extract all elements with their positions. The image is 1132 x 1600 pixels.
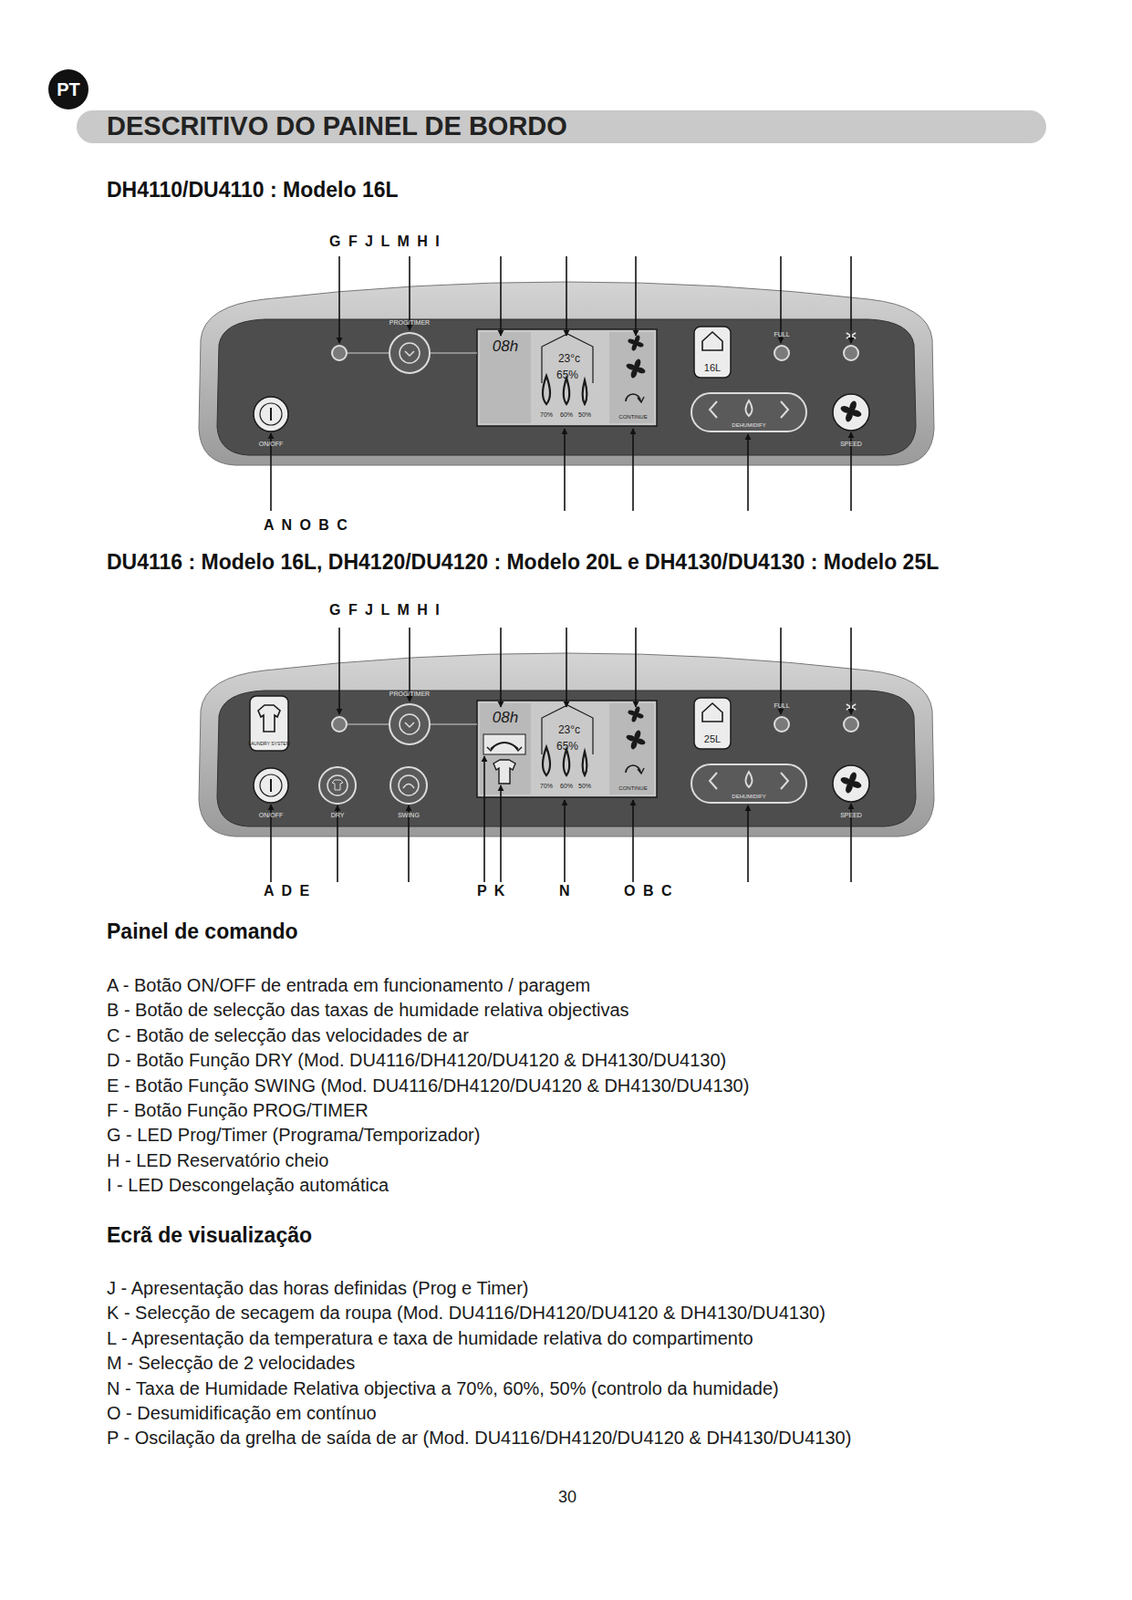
panel-text: 50% xyxy=(578,782,592,790)
legend-line: B - Botão de selecção das taxas de humid… xyxy=(106,999,630,1020)
panel-text: SWING xyxy=(397,811,420,820)
panel-text: DRY xyxy=(331,811,345,820)
legend-line: C - Botão de selecção das velocidades de… xyxy=(106,1025,469,1046)
control-panel xyxy=(198,256,935,511)
panel-text: 70% xyxy=(540,411,553,419)
panel-text: 23°c xyxy=(558,353,581,365)
panel-text: DEHUMIDIFY xyxy=(731,793,766,800)
callout-letters: P K xyxy=(477,882,507,900)
panel-text: CONTINUE xyxy=(618,785,647,792)
subheading: Ecrã de visualização xyxy=(106,1224,312,1247)
control-panel xyxy=(198,627,935,883)
leader-arrow xyxy=(338,627,341,715)
legend-line: I - LED Descongelação automática xyxy=(106,1174,389,1195)
subheading: Painel de comando xyxy=(106,920,299,944)
legend-line: A - Botão ON/OFF de entrada em funcionam… xyxy=(106,975,591,996)
panel-text: 70% xyxy=(540,782,553,790)
legend-line: D - Botão Função DRY (Mod. DU4116/DH4120… xyxy=(106,1049,727,1070)
legend-line: N - Taxa de Humidade Relativa objectiva … xyxy=(106,1378,779,1399)
legend-line: K - Selecção de secagem da roupa (Mod. D… xyxy=(106,1302,826,1323)
page-number: 30 xyxy=(558,1488,577,1507)
leader-arrow xyxy=(338,256,341,343)
legend-line: G - LED Prog/Timer (Programa/Temporizado… xyxy=(106,1124,480,1145)
panel-text: FULL xyxy=(773,702,790,710)
panel-text: PROG/TIMER xyxy=(389,319,430,327)
panel-text: ON/OFF xyxy=(259,811,283,820)
panel-text: 65% xyxy=(556,369,579,382)
panel-text: 65% xyxy=(556,740,579,753)
legend-line: P - Oscilação da grelha de saída de ar (… xyxy=(106,1427,852,1448)
leader-arrow xyxy=(747,805,749,883)
leader-arrow xyxy=(483,756,486,883)
leader-arrow xyxy=(747,434,749,511)
panel-text: CONTINUE xyxy=(618,414,647,421)
callout-letters: A D E xyxy=(263,882,312,900)
leader-arrow xyxy=(563,799,566,883)
legend-line: L - Apresentação da temperatura e taxa d… xyxy=(106,1328,754,1349)
panel-text: 50% xyxy=(578,411,592,419)
title-band xyxy=(76,110,1047,144)
legend-line: M - Selecção de 2 velocidades xyxy=(106,1352,355,1373)
panel-text: 08h xyxy=(492,338,519,356)
section-heading: DH4110/DU4110 : Modelo 16L xyxy=(106,178,399,202)
leader-arrow xyxy=(634,256,637,336)
callout-letters: G F J L M H I xyxy=(329,602,442,619)
leader-arrow xyxy=(565,256,568,336)
panel-text: SPEED xyxy=(840,811,862,820)
panel-text: ON/OFF xyxy=(259,440,283,448)
callout-letters: G F J L M H I xyxy=(329,233,442,250)
leader-arrow xyxy=(499,627,502,707)
panel-text: SPEED xyxy=(840,440,862,448)
callout-letters: N xyxy=(559,882,572,900)
leader-arrow xyxy=(634,627,637,707)
panel-text: 16L xyxy=(704,362,721,374)
legend-line: J - Apresentação das horas definidas (Pr… xyxy=(106,1277,529,1299)
leader-arrow xyxy=(632,428,634,511)
legend-line: O - Desumidificação em contínuo xyxy=(106,1402,377,1423)
callout-letters: A N O B C xyxy=(263,517,350,534)
badge-text: PT xyxy=(56,79,81,101)
leader-arrow xyxy=(850,627,852,715)
panel-text: DEHUMIDIFY xyxy=(731,422,766,429)
leader-arrow xyxy=(408,256,411,331)
callout-letters: O B C xyxy=(623,882,674,900)
panel-text: PROG/TIMER xyxy=(389,690,430,698)
leader-arrow xyxy=(779,256,782,343)
leader-arrow xyxy=(408,627,411,702)
legend-line: F - Botão Função PROG/TIMER xyxy=(106,1100,369,1121)
panel-text: 23°c xyxy=(558,724,581,737)
leader-arrow xyxy=(850,256,852,343)
leader-arrow xyxy=(499,785,502,883)
leader-arrow xyxy=(565,627,568,707)
legend-line: E - Botão Função SWING (Mod. DU4116/DH41… xyxy=(106,1075,749,1096)
leader-arrow xyxy=(563,428,566,511)
page-title: DESCRITIVO DO PAINEL DE BORDO xyxy=(106,112,568,142)
panel-text: 60% xyxy=(560,782,573,790)
leader-arrow xyxy=(779,627,782,715)
leader-arrow xyxy=(632,799,634,883)
panel-text: FULL xyxy=(773,331,790,339)
panel-text: 08h xyxy=(492,709,519,727)
panel-text: LAUNDRY SYSTEM xyxy=(248,741,291,748)
section-heading: DU4116 : Modelo 16L, DH4120/DU4120 : Mod… xyxy=(106,550,939,574)
panel-text: 60% xyxy=(560,411,573,419)
leader-arrow xyxy=(499,256,502,336)
legend-line: H - LED Reservatório cheio xyxy=(106,1150,329,1171)
language-badge: PT xyxy=(48,69,89,110)
panel-text: 25L xyxy=(704,733,721,745)
